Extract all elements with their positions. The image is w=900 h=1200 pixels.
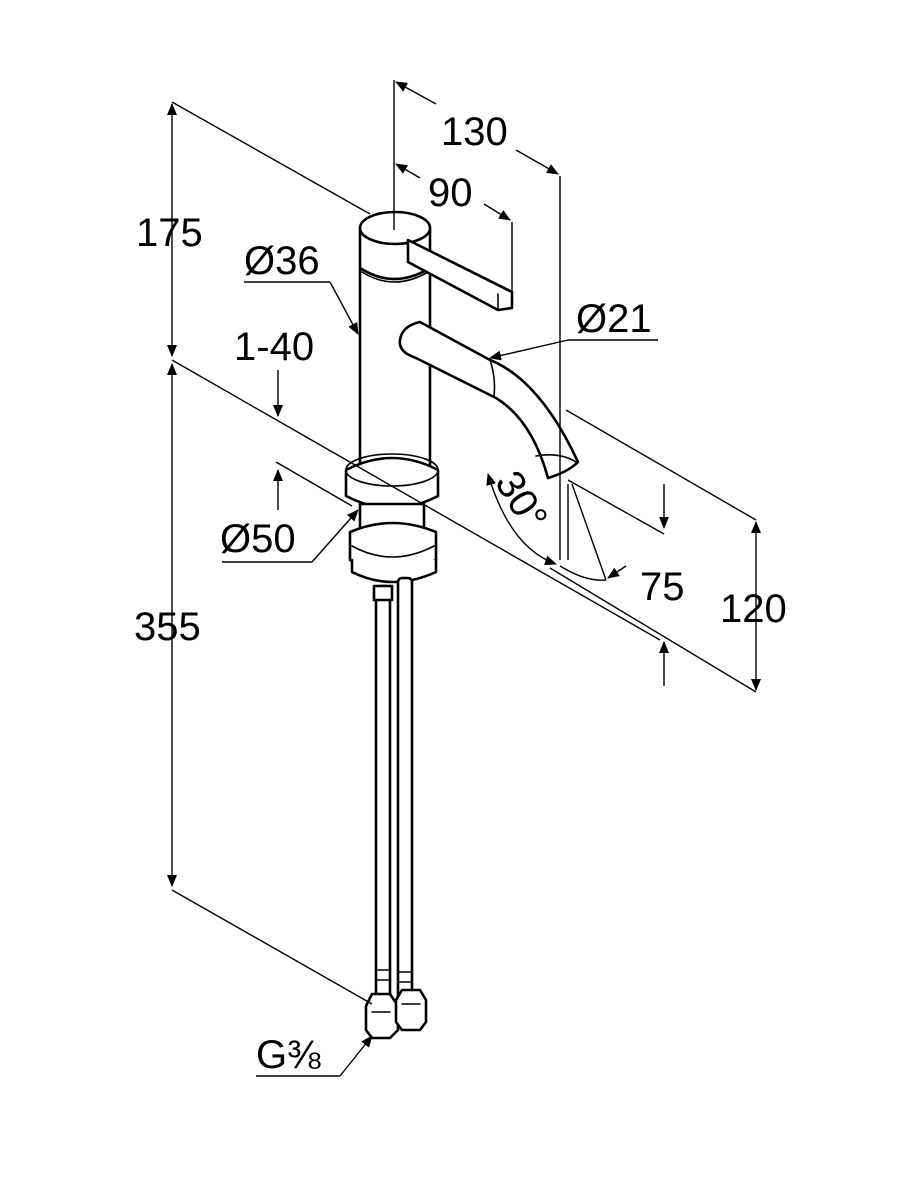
label-deck-thickness: 1-40 xyxy=(234,325,314,369)
hose-left xyxy=(374,584,392,1004)
spout xyxy=(398,320,580,480)
label-lever-length: 90 xyxy=(428,171,473,215)
label-spout-diameter: Ø21 xyxy=(576,297,652,341)
thread-letter: G xyxy=(256,1033,287,1077)
label-spray-angle: 30° xyxy=(486,463,555,538)
dimension-labels: 130 90 175 Ø36 1-40 Ø21 30° 75 120 Ø50 3… xyxy=(134,110,787,1077)
thread-fraction: ⅜ xyxy=(287,1033,321,1077)
faucet-body-group xyxy=(344,210,580,584)
base-nut xyxy=(350,558,438,584)
supply-hoses xyxy=(364,576,428,1040)
label-spout-height: 75 xyxy=(640,565,685,609)
lever-handle xyxy=(406,238,514,312)
top-cap-face xyxy=(358,210,432,246)
label-hose-length: 355 xyxy=(134,605,201,649)
label-total-height: 175 xyxy=(136,211,203,255)
hose-fitting-right xyxy=(394,988,428,1032)
label-connection-thread: G⅜ xyxy=(256,1033,321,1077)
label-outlet-height: 120 xyxy=(720,587,787,631)
hose-fitting-left xyxy=(364,992,400,1040)
hose-right xyxy=(396,576,414,1004)
dimension-lines xyxy=(167,80,761,1077)
base-ring-top xyxy=(344,456,440,510)
label-base-diameter: Ø50 xyxy=(220,517,296,561)
label-body-diameter: Ø36 xyxy=(244,239,320,283)
faucet-body xyxy=(358,266,432,482)
label-spout-reach: 130 xyxy=(441,110,508,154)
